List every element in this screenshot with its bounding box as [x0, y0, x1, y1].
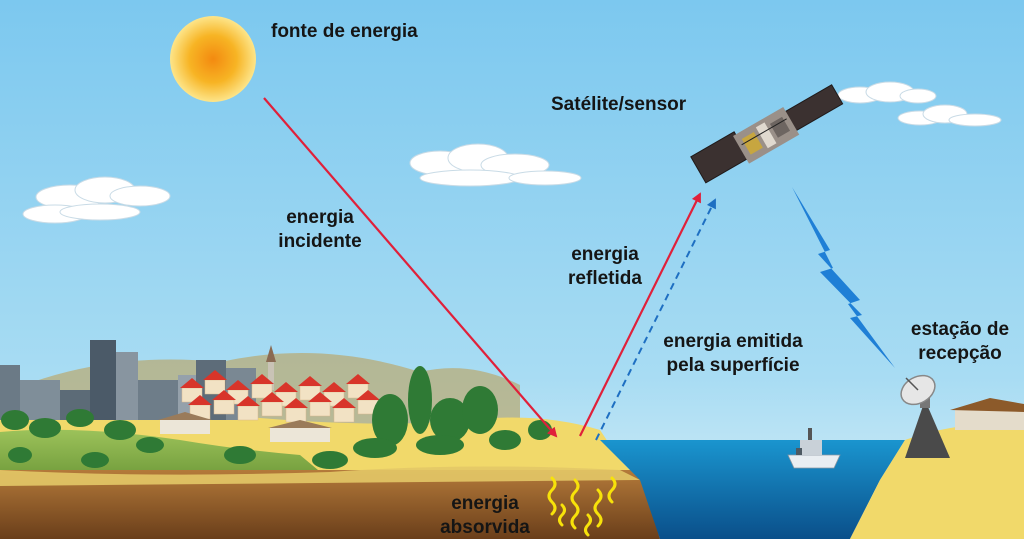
station-building — [950, 398, 1024, 430]
energy-source-label: fonte de energia — [271, 21, 418, 42]
signal-bolt-icon — [792, 187, 895, 368]
incident-energy-label: energia incidente — [270, 206, 370, 254]
trees-group — [1, 366, 552, 469]
reflected-label-line1: energia — [571, 244, 639, 265]
grass-terrain — [0, 429, 330, 480]
antenna-dish-icon — [900, 374, 950, 458]
emitted-energy-label: energia emitida pela superfície — [648, 330, 818, 378]
reflected-energy-label: energia refletida — [555, 243, 655, 291]
sun-icon — [170, 16, 256, 102]
incident-energy-arrow — [263, 97, 558, 438]
station-label-line2: recepção — [918, 343, 1002, 364]
emitted-energy-arrow — [595, 198, 716, 441]
emitted-label-line2: pela superfície — [666, 355, 800, 376]
cloud-icon — [22, 176, 171, 224]
cloud-icon — [409, 143, 582, 187]
incident-label-line2: incidente — [278, 231, 362, 252]
emitted-label-line1: energia emitida — [663, 331, 803, 352]
heat-wave-icon — [547, 476, 617, 537]
cloud-icon — [837, 81, 937, 104]
soil-layer — [0, 470, 660, 539]
station-label-line1: estação de — [910, 319, 1010, 340]
reflected-label-line2: refletida — [568, 268, 642, 289]
absorbed-label-line1: energia — [451, 493, 519, 514]
reception-station-label: estação de recepção — [898, 318, 1022, 366]
sand-edge — [0, 466, 640, 486]
cloud-icon — [897, 104, 1002, 127]
absorbed-energy-label: energia absorvida — [425, 492, 545, 539]
ship-icon — [787, 428, 841, 469]
satellite-icon — [690, 84, 844, 184]
reflected-energy-arrow — [579, 192, 701, 437]
city-icon — [0, 340, 380, 442]
incident-label-line1: energia — [286, 207, 354, 228]
right-sand-terrain — [850, 424, 1024, 539]
satellite-sensor-label: Satélite/sensor — [551, 94, 687, 115]
absorbed-label-line2: absorvida — [440, 517, 530, 538]
